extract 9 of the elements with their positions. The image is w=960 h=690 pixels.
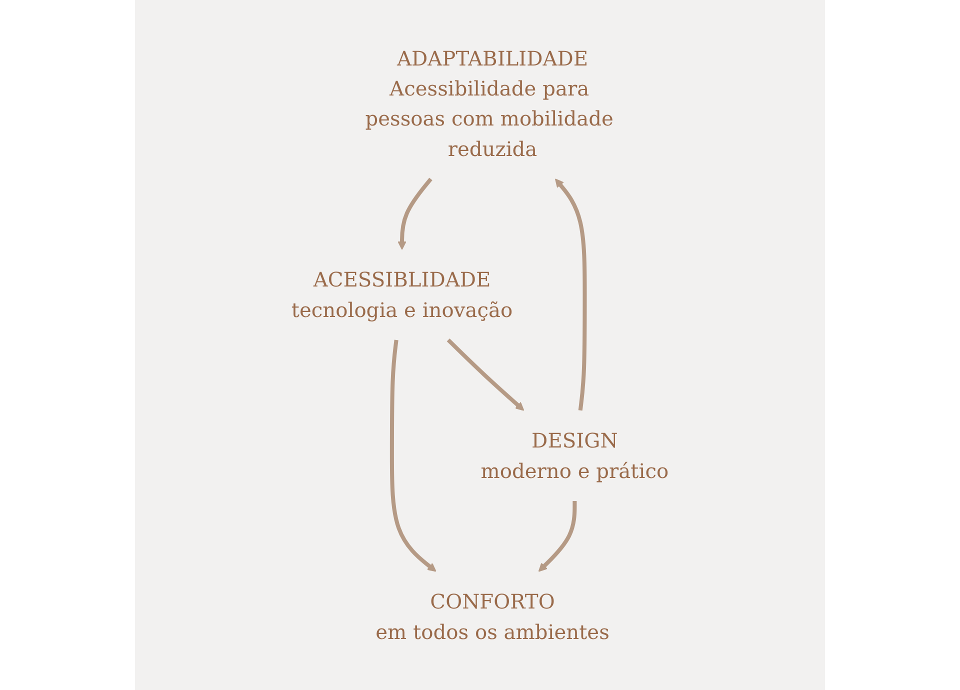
arrow bbox=[398, 178, 432, 250]
node-text: ACESSIBLIDADE tecnologia e inovação bbox=[291, 268, 513, 322]
arrow bbox=[446, 338, 524, 411]
arrow bbox=[538, 500, 577, 572]
arrow bbox=[390, 340, 436, 572]
arrow bbox=[555, 178, 587, 411]
node-text: CONFORTO em todos os ambientes bbox=[376, 590, 610, 644]
node-text: DESIGN moderno e prático bbox=[480, 428, 669, 483]
node-text: ADAPTABILIDADE Acessibilidade para pessoas com mobilidade reduzida bbox=[365, 46, 614, 161]
